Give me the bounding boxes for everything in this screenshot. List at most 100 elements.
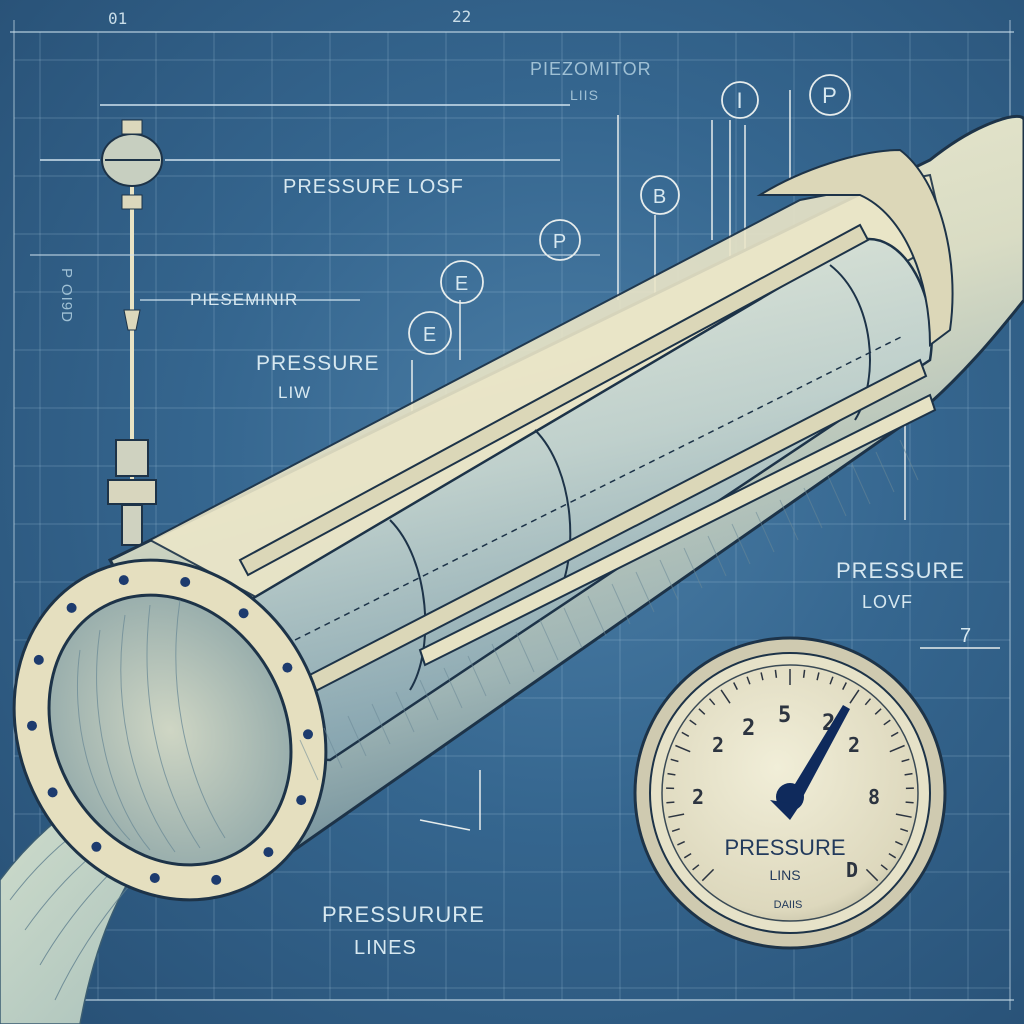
- gauge-tick: [880, 864, 888, 871]
- gauge-tick: [874, 708, 882, 715]
- gauge-tick: [708, 698, 716, 706]
- label-pressure-losf: PRESSURE LOSF: [283, 176, 464, 198]
- hatch-line: [779, 499, 799, 541]
- pressure-gauge: 2 5 2 2 2 2 8 D PRESSURE LINS DAIIS: [633, 636, 947, 950]
- gauge-number-top-center: 5: [778, 703, 791, 728]
- callout-circle-5: [440, 260, 484, 304]
- rear-clamp-band: [756, 148, 954, 347]
- bolt-hole: [47, 787, 58, 798]
- hatch-line: [851, 463, 871, 505]
- gauge-needle: [784, 705, 850, 806]
- gauge-number-left-mid: 2: [692, 785, 704, 809]
- gauge-tick: [842, 682, 847, 690]
- hatch-line: [683, 547, 703, 589]
- gauge-tick: [683, 852, 692, 859]
- callout-label-2: I: [736, 88, 743, 113]
- gauge-label: PRESSURE: [724, 835, 845, 860]
- gauge-tick: [670, 758, 679, 763]
- gauge-small-text: DAIIS: [774, 899, 803, 911]
- callout-label-1: P: [822, 83, 838, 108]
- hatch-line: [515, 631, 535, 673]
- gauge-tick: [720, 689, 731, 704]
- gauge-tick: [888, 852, 897, 859]
- gauge-tick: [849, 689, 860, 704]
- hatch-line: [563, 607, 583, 649]
- front-flange: [12, 558, 328, 902]
- gauge-tick: [733, 682, 738, 690]
- gauge-number-top-left: 2: [742, 716, 755, 741]
- hatch-line: [539, 619, 559, 661]
- pipe-hatching: [299, 439, 919, 781]
- gauge-tick: [889, 744, 905, 753]
- callout-label-4: P: [553, 231, 567, 253]
- gauge-tick: [904, 772, 913, 776]
- gauge-tick: [701, 868, 715, 882]
- gauge-tick: [802, 669, 806, 678]
- gauge-tick: [864, 698, 872, 706]
- label-pieseminir: PIESEMINIR: [190, 290, 298, 309]
- label-piezometer-top-sub: LIIS: [570, 87, 599, 103]
- gauge-tick: [681, 731, 690, 737]
- hatch-line: [899, 439, 919, 481]
- gauge-number-right-upper: 2: [848, 733, 860, 757]
- gauge-tick: [675, 744, 691, 753]
- gauge-tick: [698, 708, 706, 715]
- ruler-center-mark: 22: [452, 7, 471, 26]
- hatch-line: [731, 523, 751, 565]
- hatch-line: [875, 451, 895, 493]
- label-left-vertical: P OI9D: [58, 268, 75, 323]
- gauge-tick: [829, 676, 834, 685]
- gauge-tick: [894, 840, 903, 846]
- callout-circle-3: [640, 175, 680, 215]
- hatch-line: [467, 655, 487, 697]
- hatch-line: [491, 643, 511, 685]
- gauge-number-right-bottom: D: [846, 858, 858, 882]
- gauge-tick: [890, 731, 899, 737]
- hatch-line: [347, 715, 367, 757]
- callout-markers: [408, 74, 851, 355]
- hatch-line: [707, 535, 727, 577]
- hatch-line: [419, 679, 439, 721]
- gauge-tick: [667, 772, 676, 776]
- hatch-line: [635, 571, 655, 613]
- label-right-mark: 7: [960, 625, 972, 647]
- bore-texture: [77, 599, 226, 853]
- hatch-line: [827, 475, 847, 517]
- bolt-hole: [27, 720, 37, 731]
- gauge-tick: [689, 719, 697, 726]
- hatch-line: [443, 667, 463, 709]
- center-dashed-axis: [294, 334, 906, 641]
- bolt-hole: [180, 577, 191, 587]
- label-pressure-low-left: PRESSURE: [256, 352, 380, 375]
- hatch-line: [659, 559, 679, 601]
- gauge-tick: [816, 672, 820, 681]
- hatch-line: [299, 739, 319, 781]
- hatch-line: [323, 727, 343, 769]
- gauge-tick: [883, 719, 891, 726]
- gauge-tick: [865, 868, 879, 882]
- callout-label-6: E: [423, 324, 437, 346]
- callout-circle-1: [809, 74, 851, 116]
- pressure-rods: [238, 223, 937, 698]
- gauge-tick: [774, 669, 778, 678]
- label-pressure-low-left-sub: LIW: [278, 383, 311, 402]
- bolt-hole: [211, 874, 222, 885]
- hatch-line: [611, 583, 631, 625]
- gauge-tick: [901, 758, 910, 763]
- gauge-tick: [895, 813, 912, 818]
- gauge-tick: [900, 828, 909, 833]
- label-pressure-lov-right: PRESSURE: [836, 558, 965, 583]
- bolt-hole: [296, 795, 307, 806]
- hatch-line: [395, 691, 415, 733]
- callout-circle-6: [408, 311, 452, 355]
- bolt-hole: [33, 654, 44, 665]
- label-pressure-lov-right-sub: LOVF: [862, 592, 913, 612]
- hatch-line: [755, 511, 775, 553]
- label-piezometer-top: PIEZOMITOR: [530, 59, 652, 79]
- gauge-needle-tail: [770, 800, 800, 820]
- hatch-line: [587, 595, 607, 637]
- ruler-left-mark: 01: [108, 9, 127, 28]
- bolt-hole: [118, 575, 129, 586]
